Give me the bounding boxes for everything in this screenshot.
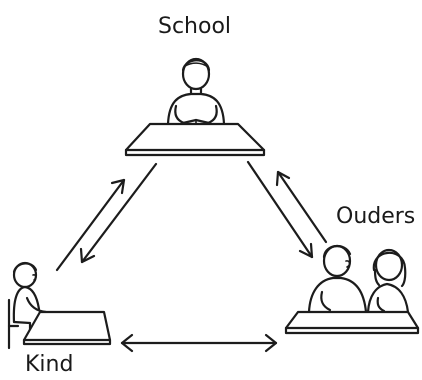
teacher-at-desk-icon — [124, 57, 266, 157]
node-label-ouders: Ouders — [336, 204, 416, 229]
edge-school-kind — [55, 162, 158, 272]
child-at-desk-icon — [7, 261, 112, 350]
edge-school-ouders — [246, 160, 328, 259]
edge-kind-ouders — [120, 333, 278, 353]
node-label-kind: Kind — [25, 352, 74, 377]
parents-at-table-icon — [284, 244, 420, 335]
node-label-school: School — [158, 14, 232, 39]
